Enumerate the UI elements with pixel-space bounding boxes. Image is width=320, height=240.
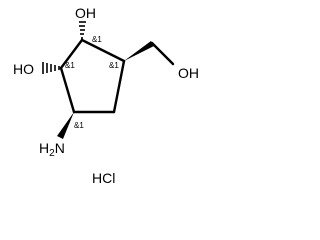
hydroxyl-left-label: HO	[13, 61, 34, 77]
hydroxymethyl-oh-label: OH	[178, 65, 199, 81]
stereo-label-right: &1	[109, 61, 119, 70]
bond-ch2-oh	[150, 41, 175, 66]
hydroxyl-top-label: OH	[75, 5, 96, 21]
amine-label: H2N	[39, 140, 65, 159]
chemical-structure: OH HO OH H2N HCl &1 &1 &1 &1	[13, 5, 199, 186]
ring-bond-right-bottom	[112, 59, 126, 114]
stereo-label-left: &1	[65, 61, 75, 70]
bold-wedge-nh2	[57, 112, 74, 139]
hcl-label: HCl	[92, 170, 115, 186]
hashed-wedge-left-oh	[42, 62, 60, 74]
ring-bond-top-left-top	[59, 38, 84, 70]
ring-bond-left-top	[59, 66, 76, 114]
ring-bond-top-right	[80, 38, 126, 63]
hashed-wedge-top-oh	[79, 21, 86, 39]
stereo-label-bottom: &1	[74, 121, 84, 130]
bold-wedge-ch2	[124, 41, 154, 61]
stereo-label-top: &1	[92, 35, 102, 44]
